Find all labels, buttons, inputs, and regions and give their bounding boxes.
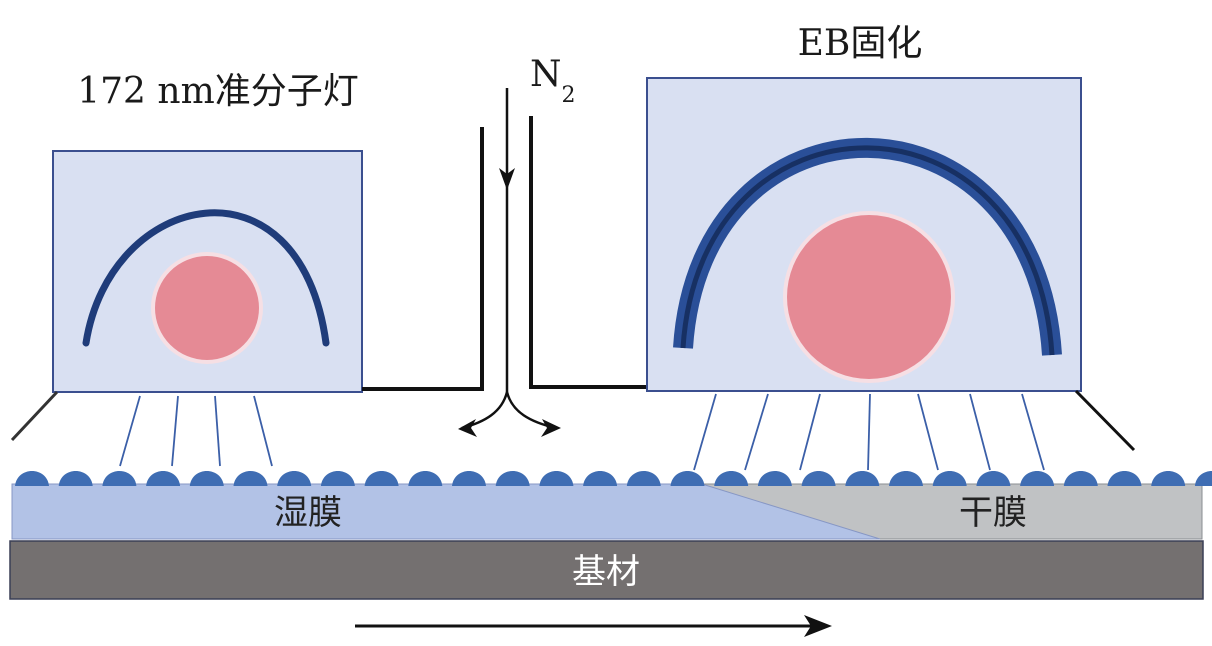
direction-arrow-icon: [804, 615, 832, 637]
beam-line: [119, 395, 141, 467]
droplet: [15, 471, 49, 486]
wet-film-label: 湿膜: [274, 493, 342, 533]
droplet: [1151, 471, 1186, 486]
eb-curing-unit: [646, 77, 1136, 452]
droplet: [233, 471, 268, 486]
droplet: [1194, 471, 1212, 486]
droplet: [801, 471, 836, 486]
beam-line: [1021, 393, 1045, 471]
lamp-core: [155, 256, 259, 360]
droplet: [1020, 471, 1055, 486]
flow-split-left: [461, 391, 509, 430]
conveyor-direction: [355, 615, 832, 637]
eb-support-line: [1074, 389, 1136, 452]
droplet: [714, 471, 749, 486]
dry-film-label: 干膜: [959, 493, 1027, 533]
droplet: [189, 471, 224, 486]
lamp-support-line: [10, 390, 59, 442]
beam-line: [917, 393, 939, 471]
film-layer: [11, 483, 1203, 540]
nitrogen-duct: [362, 116, 646, 391]
lamp-reflector-arc: [82, 209, 330, 347]
excimer-lamp: [10, 150, 363, 442]
beam-line: [799, 393, 821, 471]
droplet: [583, 471, 618, 486]
uv-beams: [119, 395, 273, 467]
droplet: [495, 471, 530, 486]
droplet: [1063, 471, 1098, 486]
duct-right-wall: [529, 116, 646, 389]
droplet: [277, 471, 312, 486]
droplet: [932, 471, 967, 486]
beam-line: [867, 393, 871, 471]
droplet: [845, 471, 880, 486]
droplet: [58, 471, 93, 486]
beam-line: [214, 395, 221, 467]
eb-cure-label: EB固化: [798, 23, 923, 64]
excimer-lamp-label: 172 nm准分子灯: [77, 71, 358, 112]
droplet: [539, 471, 574, 486]
beam-line: [969, 393, 991, 471]
droplet: [320, 471, 355, 486]
droplet: [757, 471, 792, 486]
droplet: [364, 471, 399, 486]
droplet: [408, 471, 443, 486]
droplet: [146, 471, 181, 486]
beam-line: [744, 393, 769, 471]
droplet: [670, 471, 705, 486]
droplet: [452, 471, 486, 486]
flow-arrow-down-icon: [499, 168, 515, 190]
droplet: [1107, 471, 1142, 486]
droplet: [102, 471, 137, 486]
substrate-label: 基材: [572, 552, 640, 592]
droplet: [889, 471, 923, 486]
substrate-layer: [9, 540, 1204, 600]
eb-beams: [693, 393, 1045, 471]
eb-reflector-arc-inner: [680, 145, 1055, 356]
gas-label: N2: [530, 54, 576, 108]
droplet-row: [15, 471, 1212, 486]
droplet: [976, 471, 1011, 486]
duct-left-wall: [362, 127, 484, 391]
beam-line: [693, 393, 717, 471]
droplet: [626, 471, 661, 486]
eb-core: [787, 215, 951, 379]
beam-line: [253, 395, 273, 467]
flow-arrow-left-icon: [458, 419, 477, 437]
flow-arrow-right-icon: [541, 419, 561, 437]
beam-line: [171, 395, 179, 467]
nitrogen-flow: [458, 88, 561, 437]
